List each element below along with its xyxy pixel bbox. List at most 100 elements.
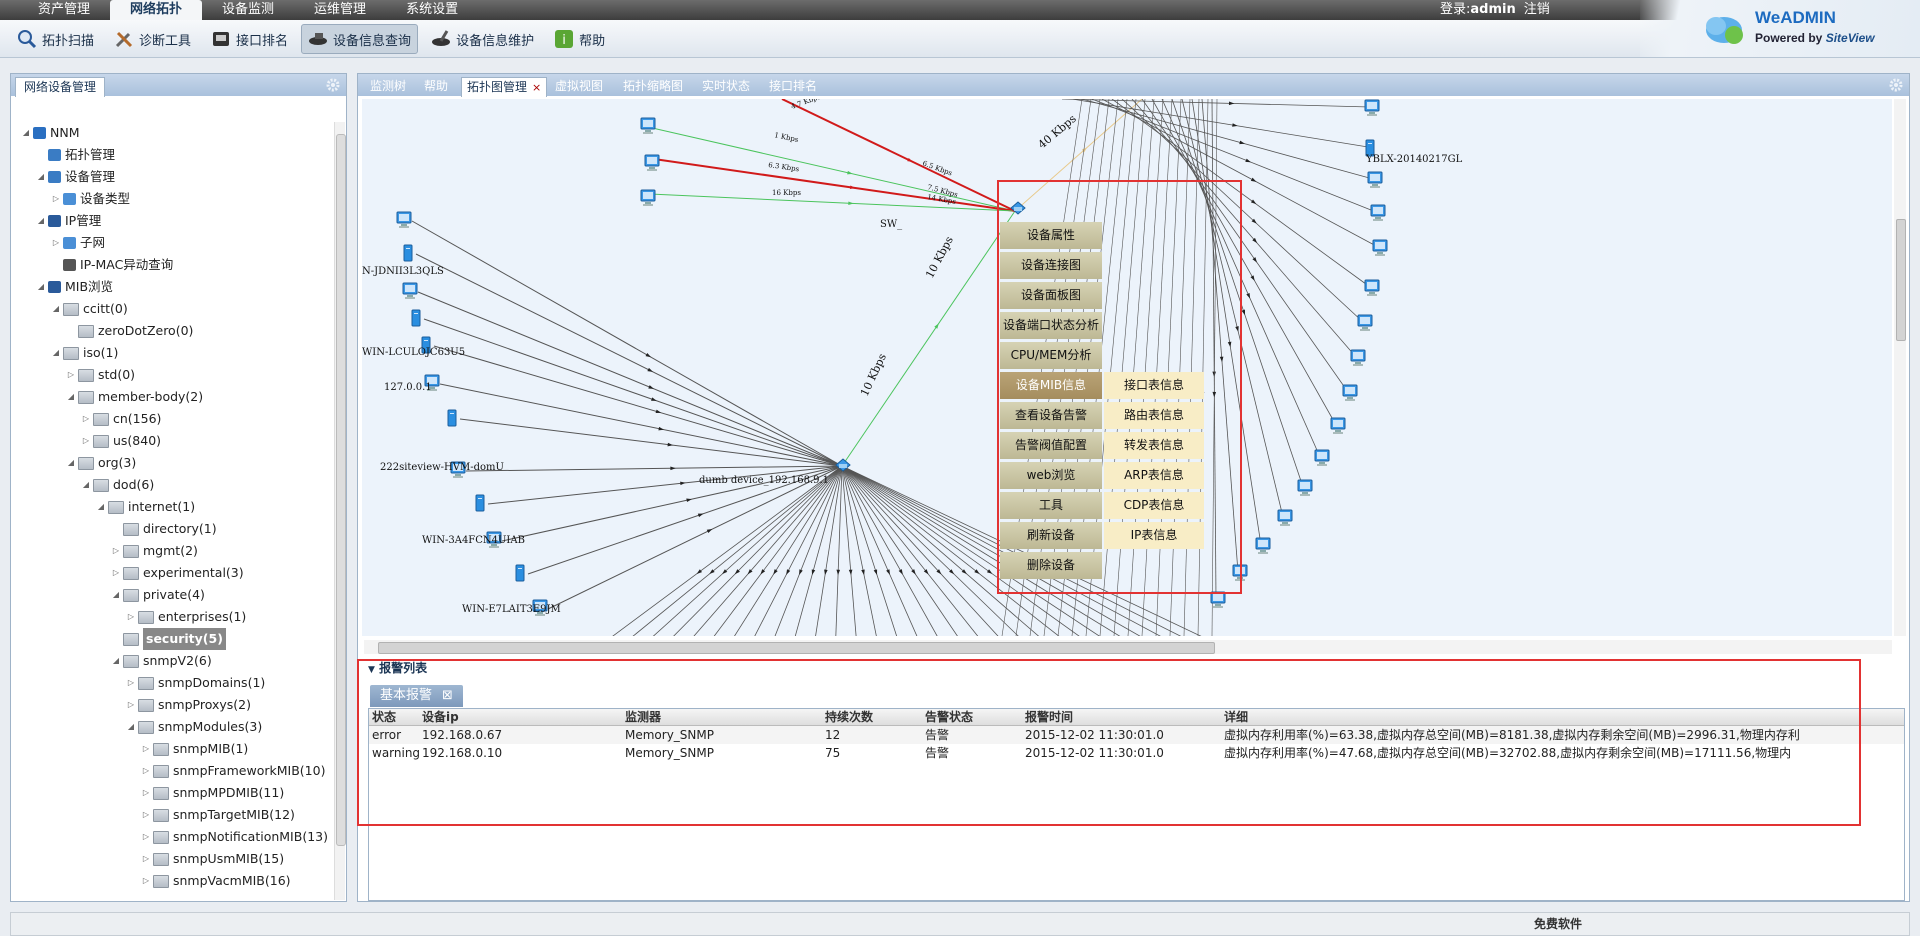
close-alarm-tab-icon[interactable]: ⊠	[442, 688, 453, 703]
menu-device-properties[interactable]: 设备属性	[1000, 222, 1102, 249]
device-info-maintain-button[interactable]: 设备信息维护	[424, 24, 541, 54]
expand-toggle-icon[interactable]: ▷	[112, 546, 120, 555]
pc-node-icon[interactable]	[1367, 171, 1383, 189]
server-node-icon[interactable]	[408, 309, 424, 327]
link-line[interactable]	[841, 465, 881, 636]
link-line[interactable]	[841, 465, 1019, 636]
pc-node-icon[interactable]	[1370, 204, 1386, 222]
pc-node-icon[interactable]	[1357, 314, 1373, 332]
submenu-ip-table[interactable]: IP表信息	[1104, 522, 1204, 549]
tree-scroll-thumb[interactable]	[336, 134, 346, 846]
link-line[interactable]	[1141, 99, 1349, 393]
link-line[interactable]	[1181, 99, 1284, 518]
pc-node-icon[interactable]	[1297, 479, 1313, 497]
expand-toggle-icon[interactable]: ▷	[52, 238, 60, 247]
link-line[interactable]	[459, 418, 843, 467]
expand-toggle-icon[interactable]: ▷	[142, 766, 150, 775]
tree-node[interactable]: ▷snmpUsmMIB(15)	[141, 848, 284, 870]
col-device-ip[interactable]: 设备ip	[422, 710, 459, 724]
server-node-icon[interactable]	[1362, 139, 1378, 157]
pc-node-icon[interactable]	[450, 461, 466, 479]
tree-node[interactable]: ▷mgmt(2)	[111, 540, 198, 562]
col-alarm-time[interactable]: 报警时间	[1025, 710, 1074, 724]
link-line[interactable]	[647, 126, 1016, 212]
link-line[interactable]	[433, 345, 843, 467]
link-line[interactable]	[812, 465, 843, 636]
col-count[interactable]: 持续次数	[825, 710, 874, 724]
tree-node[interactable]: ▷std(0)	[66, 364, 135, 386]
alarm-list-title[interactable]: ▼ 报警列表	[362, 659, 1905, 677]
nav-network-topology[interactable]: 网络拓扑	[110, 0, 203, 20]
link-line[interactable]	[1151, 99, 1337, 426]
topology-scan-button[interactable]: 拓扑扫描	[10, 24, 101, 54]
link-line[interactable]	[835, 465, 843, 636]
tree-node[interactable]: ◢MIB浏览	[36, 276, 113, 298]
collapse-toggle-icon[interactable]: ◢	[52, 348, 60, 357]
tab-topology-thumbnail[interactable]: 拓扑缩略图	[623, 79, 684, 93]
pc-node-icon[interactable]	[1342, 384, 1358, 402]
collapse-toggle-icon[interactable]: ◢	[97, 502, 105, 511]
submenu-route-table[interactable]: 路由表信息	[1104, 402, 1204, 429]
pc-node-icon[interactable]	[1364, 279, 1380, 297]
close-tab-icon[interactable]: ×	[532, 81, 542, 94]
col-monitor[interactable]: 监测器	[625, 710, 662, 724]
expand-toggle-icon[interactable]: ▷	[127, 612, 135, 621]
pc-node-icon[interactable]	[396, 211, 412, 229]
pc-node-icon[interactable]	[1277, 509, 1293, 527]
collapse-toggle-icon[interactable]: ◢	[127, 722, 135, 731]
expand-toggle-icon[interactable]: ▷	[127, 700, 135, 709]
link-line[interactable]	[605, 465, 843, 636]
link-line[interactable]	[841, 465, 1042, 636]
tab-interface-ranking[interactable]: 接口排名	[769, 79, 818, 93]
link-line[interactable]	[653, 158, 1016, 212]
tree-node[interactable]: IP-MAC异动查询	[51, 254, 173, 276]
tree-node[interactable]: ▷snmpMIB(1)	[141, 738, 248, 760]
link-line[interactable]	[439, 383, 843, 467]
pc-node-icon[interactable]	[424, 374, 440, 392]
collapse-toggle-icon[interactable]: ◢	[52, 304, 60, 313]
tree-node[interactable]: ◢internet(1)	[96, 496, 195, 518]
link-line[interactable]	[697, 465, 843, 636]
link-line[interactable]	[465, 465, 843, 472]
expand-toggle-icon[interactable]: ▷	[127, 678, 135, 687]
gear-icon[interactable]	[326, 78, 340, 92]
link-line[interactable]	[1211, 99, 1217, 600]
tree-node[interactable]: ◢snmpV2(6)	[111, 650, 212, 672]
collapse-toggle-icon[interactable]: ◢	[82, 480, 90, 489]
menu-device-connection[interactable]: 设备连接图	[1000, 252, 1102, 279]
pc-node-icon[interactable]	[644, 154, 660, 172]
link-line[interactable]	[1071, 99, 1369, 148]
menu-port-status[interactable]: 设备端口状态分析	[1000, 312, 1102, 339]
link-line[interactable]	[841, 465, 1134, 636]
menu-refresh-device[interactable]: 刷新设备	[1000, 522, 1102, 549]
tree-node[interactable]: ◢设备管理	[36, 166, 115, 188]
server-node-icon[interactable]	[512, 564, 528, 582]
link-line[interactable]	[841, 465, 1157, 636]
interface-ranking-button[interactable]: 接口排名	[204, 24, 295, 54]
link-line[interactable]	[841, 465, 858, 636]
menu-delete-device[interactable]: 删除设备	[1000, 552, 1102, 579]
tree-node[interactable]: ▷snmpFrameworkMIB(10)	[141, 760, 326, 782]
pc-node-icon[interactable]	[640, 117, 656, 135]
alarm-row[interactable]: warning 192.168.0.10 Memory_SNMP 75 告警 2…	[369, 744, 1904, 762]
link-line[interactable]	[1014, 99, 1143, 212]
expand-toggle-icon[interactable]: ▷	[142, 788, 150, 797]
link-line[interactable]	[841, 465, 1065, 636]
expand-toggle-icon[interactable]: ▷	[142, 744, 150, 753]
pc-node-icon[interactable]	[1255, 537, 1271, 555]
expand-toggle-icon[interactable]: ▷	[142, 876, 150, 885]
link-line[interactable]	[582, 465, 843, 636]
link-line[interactable]	[423, 318, 843, 467]
tree-node[interactable]: ▷设备类型	[51, 188, 130, 210]
link-line[interactable]	[841, 465, 904, 636]
expand-toggle-icon[interactable]: ▷	[82, 414, 90, 423]
collapse-toggle-icon[interactable]: ◢	[112, 656, 120, 665]
tree-node[interactable]: ▷子网	[51, 232, 105, 254]
tree-node[interactable]: ◢IP管理	[36, 210, 101, 232]
tree-node[interactable]: ▷snmpDomains(1)	[126, 672, 265, 694]
pc-node-icon[interactable]	[640, 189, 656, 207]
link-line[interactable]	[417, 291, 843, 467]
expand-toggle-icon[interactable]: ▷	[142, 810, 150, 819]
link-line[interactable]	[841, 465, 950, 636]
